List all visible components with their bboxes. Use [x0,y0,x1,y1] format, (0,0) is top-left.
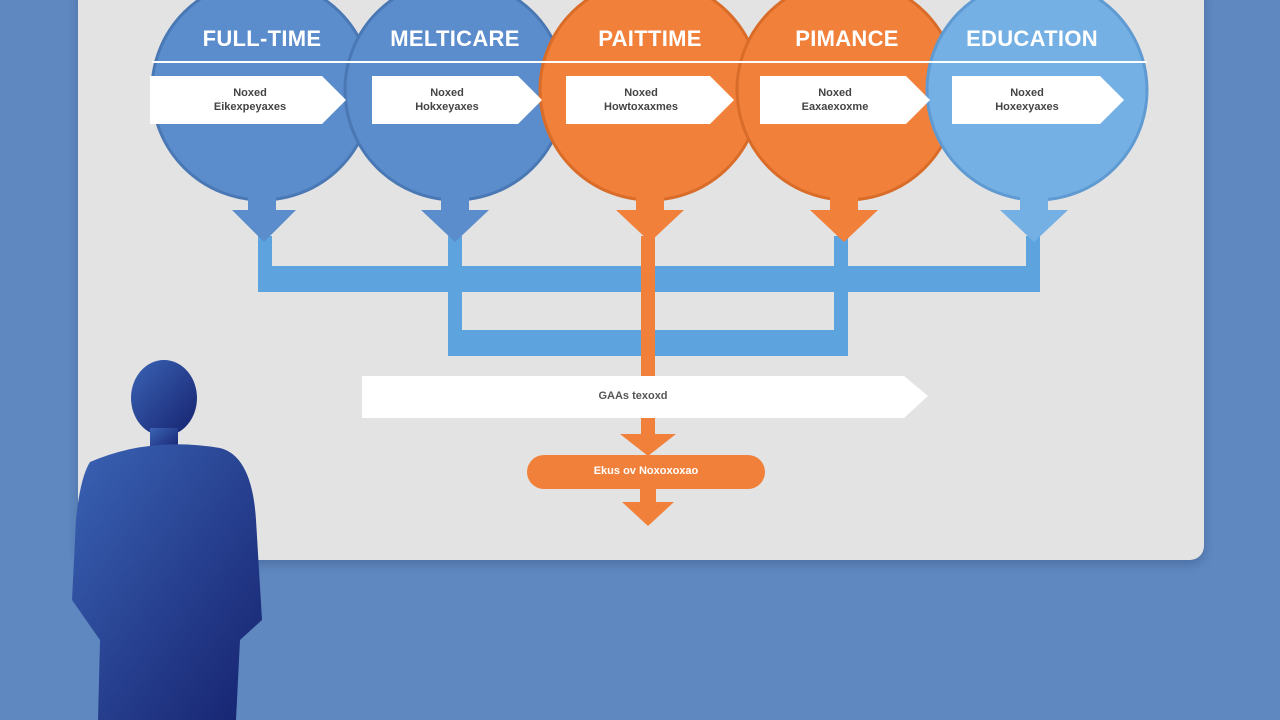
node-title-paittime: PAITTIME [598,26,702,51]
banner-line2: Eaxaexoxme [801,101,869,113]
node-title-melticare: MELTICARE [390,26,520,51]
banner-line2: Eikexpeyaxes [213,101,287,113]
banner-text-full-time: Noxed Eikexpeyaxes [170,86,330,114]
down-arrow-5 [1000,196,1068,242]
banner-pimance [760,76,930,124]
banner-line2: Hoxexyaxes [995,101,1059,113]
connector-stem-2 [448,236,462,356]
arrow-to-pill [620,418,676,456]
banner-text-education: Noxed Hoxexyaxes [952,86,1102,114]
down-arrow-3 [616,196,684,242]
banner-text-pimance: Noxed Eaxaexoxme [760,86,910,114]
banner-education [952,76,1124,124]
merge-banner-label: GAAs texoxd [598,390,668,402]
banner-text-paittime: Noxed Howtoxaxmes [566,86,716,114]
node-down-arrows [232,196,1068,242]
final-down-arrow [622,489,674,526]
merge-banner-shape [362,376,928,418]
connector-stem-4 [834,236,848,356]
node-title-full-time: FULL-TIME [202,26,322,51]
banner-text-melticare: Noxed Hokxeyaxes [372,86,522,114]
person-silhouette [72,360,262,720]
banner-line2: Hokxeyaxes [415,101,479,113]
result-pill-label: Ekus ov Noxoxoxao [593,465,699,477]
banner-line1: Noxed [233,87,267,99]
banner-line1: Noxed [818,87,852,99]
connector-stem-1 [258,236,272,276]
down-arrow-1 [232,196,296,242]
person-head [131,360,197,436]
node-title-pimance: PIMANCE [795,26,899,51]
banner-line2: Howtoxaxmes [604,101,678,113]
banner-line1: Noxed [624,87,658,99]
down-arrow-4 [810,196,878,242]
node-title-education: EDUCATION [966,26,1098,51]
node-banners [150,76,1124,124]
result-pill-shape [527,455,765,489]
banner-line1: Noxed [1010,87,1044,99]
banner-full-time [150,76,346,124]
banner-melticare [372,76,542,124]
connector-stem-5 [1026,236,1040,276]
banner-paittime [566,76,734,124]
person-body [72,444,262,720]
connector-lines [258,236,1040,446]
banner-line1: Noxed [430,87,464,99]
down-arrow-2 [421,196,489,242]
